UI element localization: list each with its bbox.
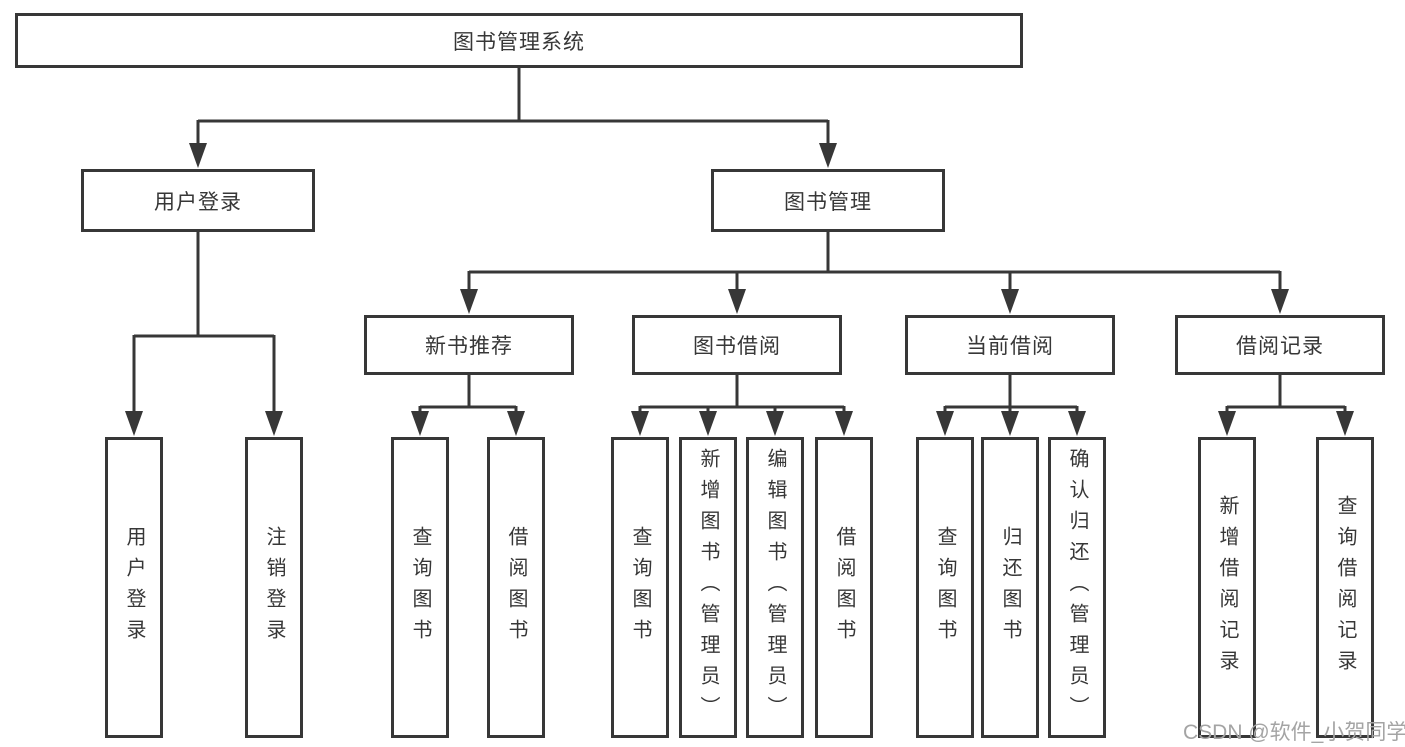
leaf-logout-label: 注销登录 <box>263 525 285 650</box>
leaf-add-borrow-record-label: 新增借阅记录 <box>1216 494 1238 681</box>
leaf-add-books-admin: 新增图书（管理员） <box>679 437 737 738</box>
leaf-return-books-label: 归还图书 <box>999 525 1021 650</box>
leaf-query-books-current-label: 查询图书 <box>934 525 956 650</box>
leaf-query-books-current: 查询图书 <box>916 437 974 738</box>
leaf-confirm-return-admin: 确认归还（管理员） <box>1048 437 1106 738</box>
node-new-book-recommend-label: 新书推荐 <box>425 335 513 358</box>
leaf-logout: 注销登录 <box>245 437 303 738</box>
leaf-user-login: 用户登录 <box>105 437 163 738</box>
node-book-borrowing-label: 图书借阅 <box>693 335 781 358</box>
node-new-book-recommend: 新书推荐 <box>364 315 574 375</box>
node-current-borrowing: 当前借阅 <box>905 315 1115 375</box>
leaf-query-borrow-record: 查询借阅记录 <box>1316 437 1374 738</box>
node-root: 图书管理系统 <box>15 13 1023 68</box>
leaf-query-books-recommend-label: 查询图书 <box>409 525 431 650</box>
leaf-borrow-books-recommend-label: 借阅图书 <box>505 525 527 650</box>
leaf-query-books-borrowing-label: 查询图书 <box>629 525 651 650</box>
csdn-watermark: CSDN @软件_小贺同学 <box>1183 721 1405 744</box>
node-book-management: 图书管理 <box>711 169 945 232</box>
node-root-label: 图书管理系统 <box>453 30 585 54</box>
leaf-return-books: 归还图书 <box>981 437 1039 738</box>
leaf-borrow-books-recommend: 借阅图书 <box>487 437 545 738</box>
node-borrowing-records-label: 借阅记录 <box>1236 335 1324 358</box>
leaf-confirm-return-admin-label: 确认归还（管理员） <box>1066 448 1088 727</box>
leaf-query-borrow-record-label: 查询借阅记录 <box>1334 494 1356 681</box>
node-book-management-label: 图书管理 <box>784 190 872 214</box>
arrowheads <box>125 143 1354 436</box>
leaf-borrow-books-borrowing: 借阅图书 <box>815 437 873 738</box>
leaf-edit-books-admin-label: 编辑图书（管理员） <box>764 448 786 727</box>
leaf-query-books-borrowing: 查询图书 <box>611 437 669 738</box>
node-user-login-label: 用户登录 <box>154 190 242 214</box>
leaf-query-books-recommend: 查询图书 <box>391 437 449 738</box>
node-borrowing-records: 借阅记录 <box>1175 315 1385 375</box>
leaf-add-books-admin-label: 新增图书（管理员） <box>697 448 719 727</box>
leaf-user-login-label: 用户登录 <box>123 525 145 650</box>
node-user-login: 用户登录 <box>81 169 315 232</box>
node-book-borrowing: 图书借阅 <box>632 315 842 375</box>
leaf-borrow-books-borrowing-label: 借阅图书 <box>833 525 855 650</box>
leaf-edit-books-admin: 编辑图书（管理员） <box>746 437 804 738</box>
leaf-add-borrow-record: 新增借阅记录 <box>1198 437 1256 738</box>
node-current-borrowing-label: 当前借阅 <box>966 335 1054 358</box>
